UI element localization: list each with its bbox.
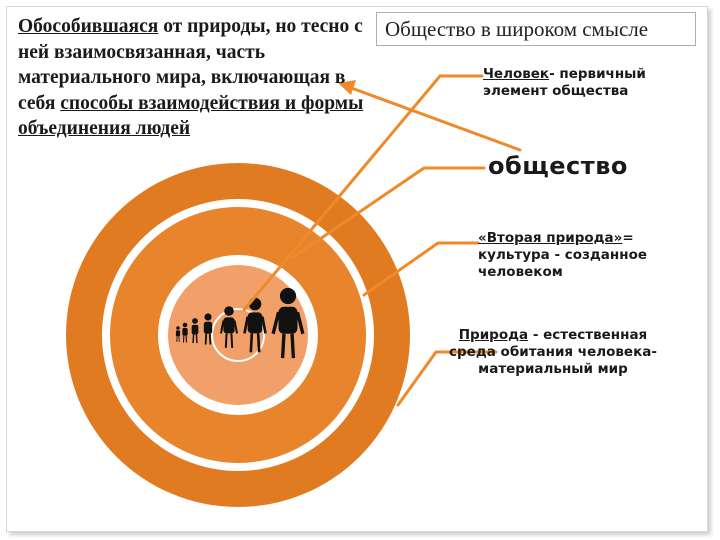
label-nature: Природа - естественная среда обитания че…: [448, 327, 658, 378]
human-core-outline: [211, 308, 265, 362]
label-human-text: - первичный элемент общества: [483, 66, 646, 99]
connector-title-to-definition: [344, 84, 522, 152]
label-culture: «Вторая природа»= культура - созданное ч…: [478, 230, 710, 281]
arrowhead-icon: [338, 80, 356, 95]
row-of-human-silhouettes-icon: [175, 287, 305, 359]
label-human: Человек- первичный элемент общества: [483, 66, 703, 100]
definition-term: Обособившаяся: [18, 16, 159, 37]
connector-society: [290, 166, 486, 260]
label-society: общество: [488, 152, 628, 180]
connector-culture: [362, 241, 480, 297]
society-disk: [168, 265, 308, 405]
label-nature-text: - естественная среда обитания человека- …: [449, 327, 657, 377]
definition-body: от природы, но тесно с ней взаимосвязанн…: [18, 16, 363, 114]
connector-nature: [396, 350, 498, 407]
slide-frame: [6, 6, 708, 532]
connector-human: [242, 74, 484, 312]
definition-emphasis: способы взаимодействия и формы объединен…: [18, 92, 364, 140]
society-definition: Обособившаяся от природы, но тесно с ней…: [18, 14, 368, 142]
label-nature-term: Природа: [458, 327, 529, 343]
label-culture-text: = культура - созданное человеком: [478, 230, 648, 280]
label-human-term: Человек: [483, 66, 550, 82]
label-culture-term: «Вторая природа»: [478, 230, 623, 246]
slide-title: Общество в широком смысле: [376, 12, 696, 46]
